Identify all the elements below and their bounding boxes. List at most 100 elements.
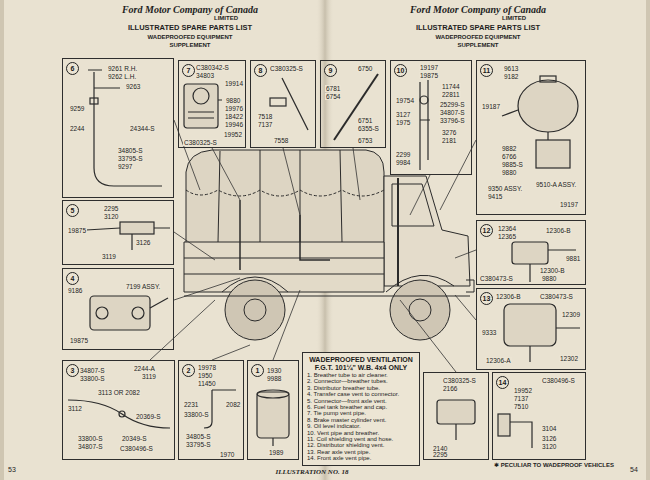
heading-text: ILLUSTRATED SPARE PARTS LIST	[128, 24, 252, 32]
part-number: 3113 OR 2082	[97, 389, 141, 396]
part-number: C380496-S	[541, 377, 576, 384]
legend-item: 7. Tie pump vent pipe.	[307, 410, 415, 416]
rod-sketch	[270, 78, 308, 130]
part-number: 3276	[441, 129, 457, 136]
leader-lines	[212, 148, 240, 200]
part-number: 6751	[357, 117, 373, 124]
heading-text: WADEPROOFED EQUIPMENT	[147, 34, 232, 41]
legend-item: 10. Vent pipe and breather.	[307, 430, 415, 436]
distributor-shield-sketch	[530, 328, 580, 362]
part-number: 33800-S	[183, 411, 210, 418]
compressor-sketch	[184, 84, 218, 128]
part-number: 24344-S	[129, 125, 156, 132]
truck-drawing	[184, 242, 384, 292]
part-number: 20349-S	[121, 435, 148, 442]
truck-drawing	[384, 176, 470, 286]
callout-number: 9	[324, 64, 337, 77]
pipe-sketch	[204, 390, 236, 428]
parts-panel: 967506781675467516355-S6753	[320, 60, 386, 148]
leader-lines	[150, 120, 476, 372]
part-number: 33800-S	[79, 375, 106, 382]
canister-sketch	[257, 390, 289, 446]
callout-number: 3	[66, 364, 79, 377]
part-number: C380473-S	[539, 293, 574, 300]
part-number: 12306-B	[545, 227, 572, 234]
part-number: C380496-S	[119, 445, 154, 452]
part-number: 19952	[513, 387, 533, 394]
parts-panel: 14C380496-S1995271377510310431263120	[492, 372, 586, 460]
part-number: 19754	[395, 97, 415, 104]
part-number: 3112	[67, 405, 83, 412]
leader-lines	[283, 148, 300, 215]
part-number: 12300-B	[539, 267, 566, 274]
distributor-shield-sketch	[504, 304, 556, 346]
parts-panel: 8C380325-S751871377558	[250, 60, 316, 148]
parts-panel: C380325-S216621402295	[423, 372, 489, 460]
part-number: 9988	[266, 375, 282, 382]
part-number: 19197	[419, 64, 439, 71]
part-number: 1989	[268, 449, 284, 456]
part-number: 20369-S	[135, 413, 162, 420]
part-number: 18422	[224, 113, 244, 120]
transfer-case-sketch	[96, 307, 108, 319]
part-number: 3104	[541, 425, 557, 432]
part-number: 7199 ASSY.	[125, 283, 161, 290]
footnote: ✱ PECULIAR TO WADEPROOF VEHICLES	[494, 462, 614, 469]
truck-drawing	[390, 280, 450, 340]
part-number: 34805-S	[117, 147, 144, 154]
transfer-case-sketch	[90, 296, 168, 330]
fuel-device-sketch	[437, 400, 475, 440]
heading-text: ILLUSTRATION NO. 18	[276, 469, 349, 477]
part-number: 9263	[125, 83, 141, 90]
part-number: 33800-S	[77, 435, 104, 442]
leader-lines	[455, 295, 476, 320]
part-number: 1950	[197, 372, 213, 379]
pipe-sketch	[420, 96, 428, 104]
part-number: 33796-S	[439, 117, 466, 124]
transfer-case-sketch	[90, 296, 150, 330]
leader-lines	[455, 250, 476, 258]
part-number: 22811	[441, 91, 461, 98]
pipe-sketch	[68, 400, 170, 428]
part-number: C380325-S	[269, 65, 304, 72]
part-number: 3126	[541, 435, 557, 442]
part-number: 2244	[69, 125, 85, 132]
heading-text: WADEPROOFED EQUIPMENT	[435, 34, 520, 41]
part-number: C380342-S	[195, 64, 230, 71]
leader-lines	[174, 232, 215, 260]
canister-sketch	[272, 438, 273, 446]
part-number: 9881	[565, 255, 581, 262]
panel-sketches	[68, 70, 580, 448]
part-number: 19946	[224, 121, 244, 128]
page-edge	[646, 0, 650, 480]
part-number: 9984	[395, 159, 411, 166]
part-number: 19978	[197, 364, 217, 371]
transfer-case-sketch	[150, 298, 168, 308]
callout-number: 12	[480, 224, 493, 237]
truck-drawing	[218, 150, 342, 242]
vent-sketch	[498, 414, 532, 448]
pipe-sketch	[94, 72, 162, 186]
part-number: 9262 L.H.	[107, 73, 137, 80]
part-number: 6750	[357, 65, 373, 72]
fuel-device-sketch	[455, 424, 456, 440]
part-number: 12365	[497, 233, 517, 240]
part-number: 19875	[67, 227, 87, 234]
heading-text: SUPPLEMENT	[169, 42, 210, 49]
part-number: 12364	[497, 225, 517, 232]
part-number: 6766	[501, 153, 517, 160]
part-number: 9259	[69, 105, 85, 112]
part-number: 2231	[183, 401, 199, 408]
leader-lines	[212, 345, 250, 360]
truck-drawing	[409, 299, 431, 321]
heading-text: LIMITED	[502, 15, 526, 22]
parts-panel: 12123641236512306-B9881C380473-S12300-B9…	[476, 220, 586, 285]
pipe-sketch	[68, 400, 170, 428]
truck-drawing	[186, 190, 384, 196]
callout-number: 8	[254, 64, 267, 77]
part-number: 25299-S	[439, 101, 466, 108]
part-number: 19875	[419, 72, 439, 79]
part-number: 19187	[481, 103, 501, 110]
